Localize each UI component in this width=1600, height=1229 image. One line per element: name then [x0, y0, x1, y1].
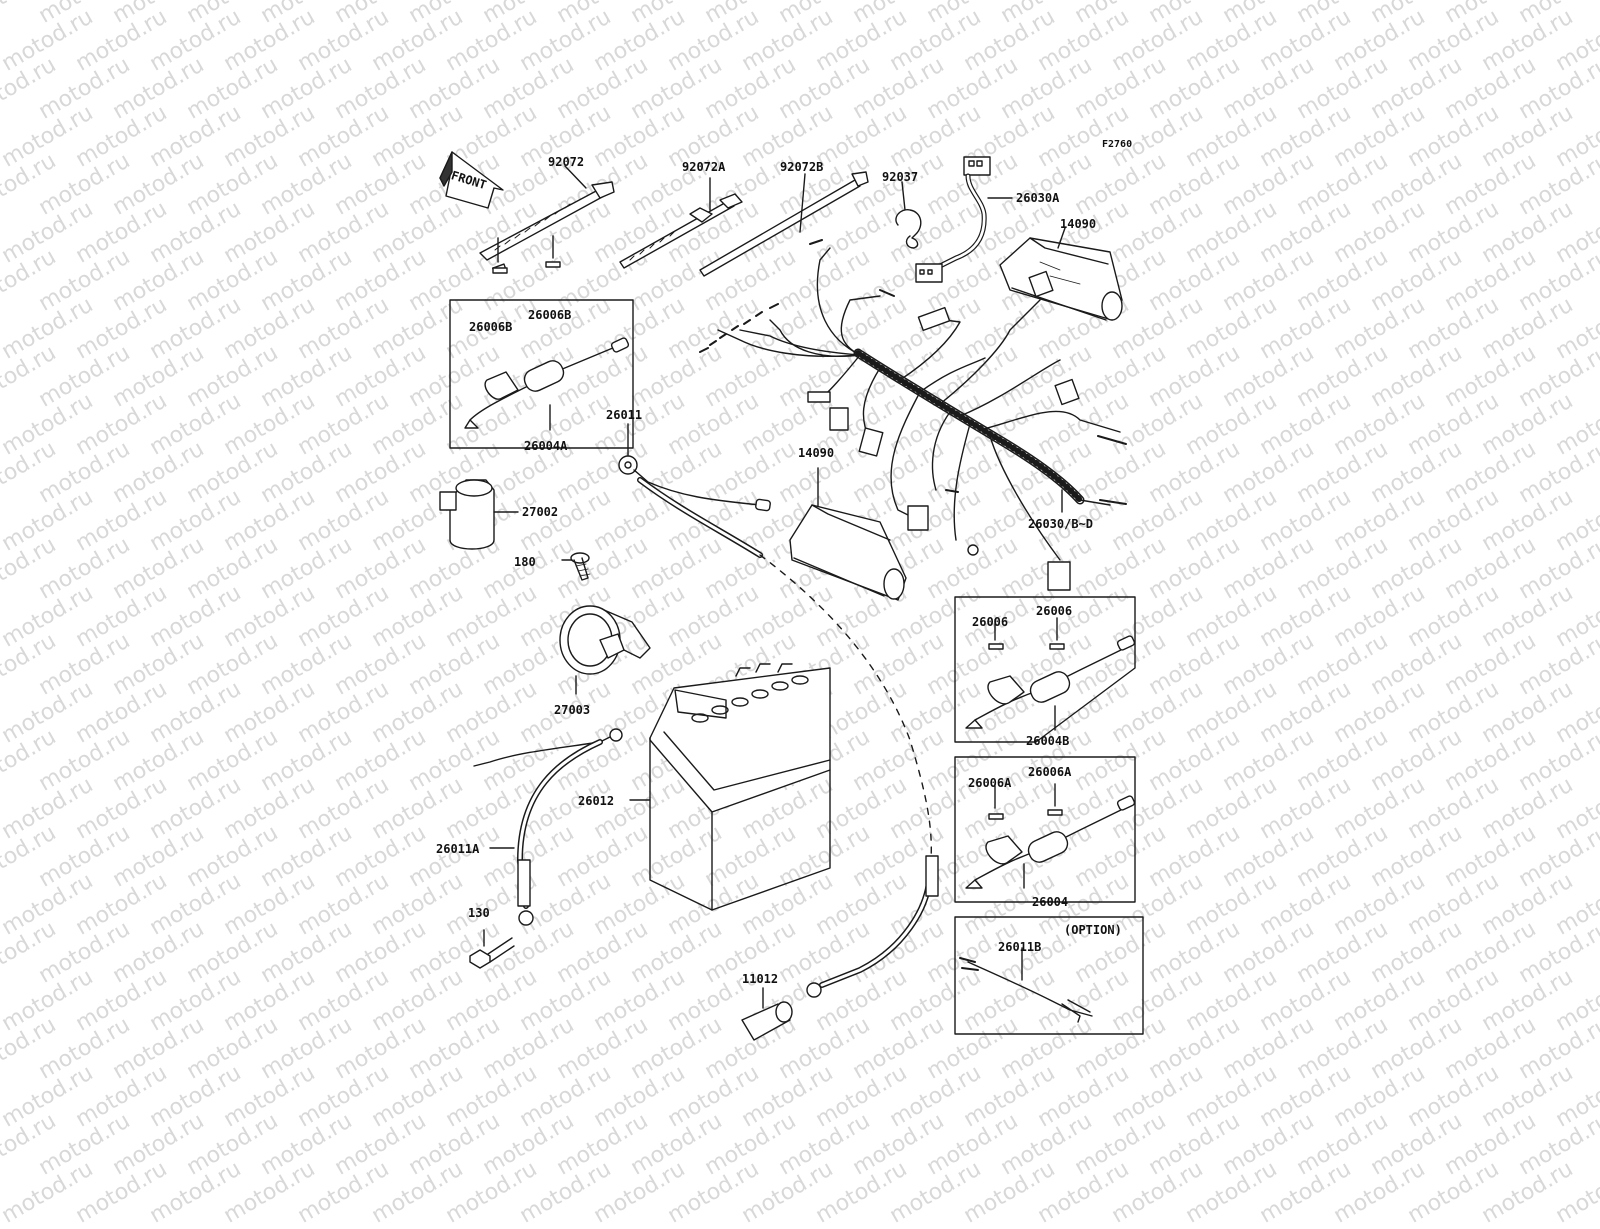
part-label-14090-top[interactable]: 14090 — [1060, 217, 1097, 231]
part-label-27002[interactable]: 27002 — [522, 505, 559, 519]
part-label-26006-1[interactable]: 26006 — [972, 615, 1009, 629]
part-label-92072[interactable]: 92072 — [548, 155, 585, 169]
cable-tie-92072 — [479, 165, 615, 261]
cable-tie-92072B — [699, 171, 869, 277]
part-label-26004[interactable]: 26004 — [1032, 895, 1069, 909]
horn-27003 — [559, 605, 651, 695]
part-label-26011A[interactable]: 26011A — [436, 842, 480, 856]
diagram-code: F2760 — [1102, 139, 1133, 150]
part-label-26004B[interactable]: 26004B — [1026, 734, 1070, 748]
relay-27002 — [439, 479, 519, 550]
fuse-kit-26004A — [449, 235, 634, 449]
battery-26012 — [629, 663, 831, 911]
part-label-180[interactable]: 180 — [514, 555, 536, 569]
part-label-130[interactable]: 130 — [468, 906, 490, 920]
bolt-180 — [561, 552, 591, 581]
cable-26011A — [473, 728, 623, 926]
lead-26011 — [618, 423, 771, 558]
part-label-27003[interactable]: 27003 — [554, 703, 591, 717]
part-label-26011[interactable]: 26011 — [606, 408, 643, 422]
part-label-26011B[interactable]: 26011B — [998, 940, 1042, 954]
option-lead-26011B — [954, 916, 1144, 1035]
sub-harness-26030A — [915, 156, 1013, 283]
front-arrow-icon: FRONT — [439, 151, 504, 209]
part-label-26006A-1[interactable]: 26006A — [968, 776, 1012, 790]
cable-11012 — [741, 855, 939, 1041]
part-label-26006-2[interactable]: 26006 — [1036, 604, 1073, 618]
bolt-130 — [469, 929, 515, 969]
main-wiring-harness — [699, 239, 1127, 591]
part-label-14090-bottom[interactable]: 14090 — [798, 446, 835, 460]
clamp-92037 — [895, 181, 922, 249]
part-label-26006A-2[interactable]: 26006A — [1028, 765, 1072, 779]
routing-dashed-line — [759, 554, 932, 871]
fuse-kit-26004B — [954, 596, 1136, 743]
part-label-92037[interactable]: 92037 — [882, 170, 919, 184]
part-label-11012[interactable]: 11012 — [742, 972, 779, 986]
fuse-kit-26004 — [954, 756, 1136, 903]
part-label-26004A[interactable]: 26004A — [524, 439, 568, 453]
cover-14090-top — [999, 227, 1123, 321]
diagram-drawing: FRONT — [439, 151, 1144, 1041]
part-label-26012[interactable]: 26012 — [578, 794, 615, 808]
option-label: (OPTION) — [1064, 923, 1122, 937]
cover-14090-bottom — [789, 467, 907, 601]
part-label-92072B[interactable]: 92072B — [780, 160, 824, 174]
part-label-92072A[interactable]: 92072A — [682, 160, 726, 174]
cable-tie-92072A — [619, 177, 743, 269]
part-label-26030-b-d[interactable]: 26030/B~D — [1028, 517, 1094, 531]
part-label-26030A[interactable]: 26030A — [1016, 191, 1060, 205]
part-label-26006B-2[interactable]: 26006B — [528, 308, 572, 322]
part-label-26006B-1[interactable]: 26006B — [469, 320, 513, 334]
